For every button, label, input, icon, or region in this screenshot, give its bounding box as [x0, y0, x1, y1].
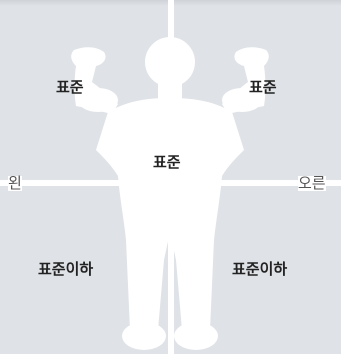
torso-shape [96, 98, 244, 344]
head-shape [145, 37, 195, 87]
center-label: 표준 [153, 153, 181, 171]
lower-left-label: 표준이하 [38, 260, 94, 278]
lower-right-label: 표준이하 [232, 260, 288, 278]
upper-left-label: 표준 [56, 78, 84, 96]
left-side-label: 왼 [8, 174, 22, 192]
upper-right-label: 표준 [249, 78, 277, 96]
right-side-label: 오른 [298, 174, 326, 192]
